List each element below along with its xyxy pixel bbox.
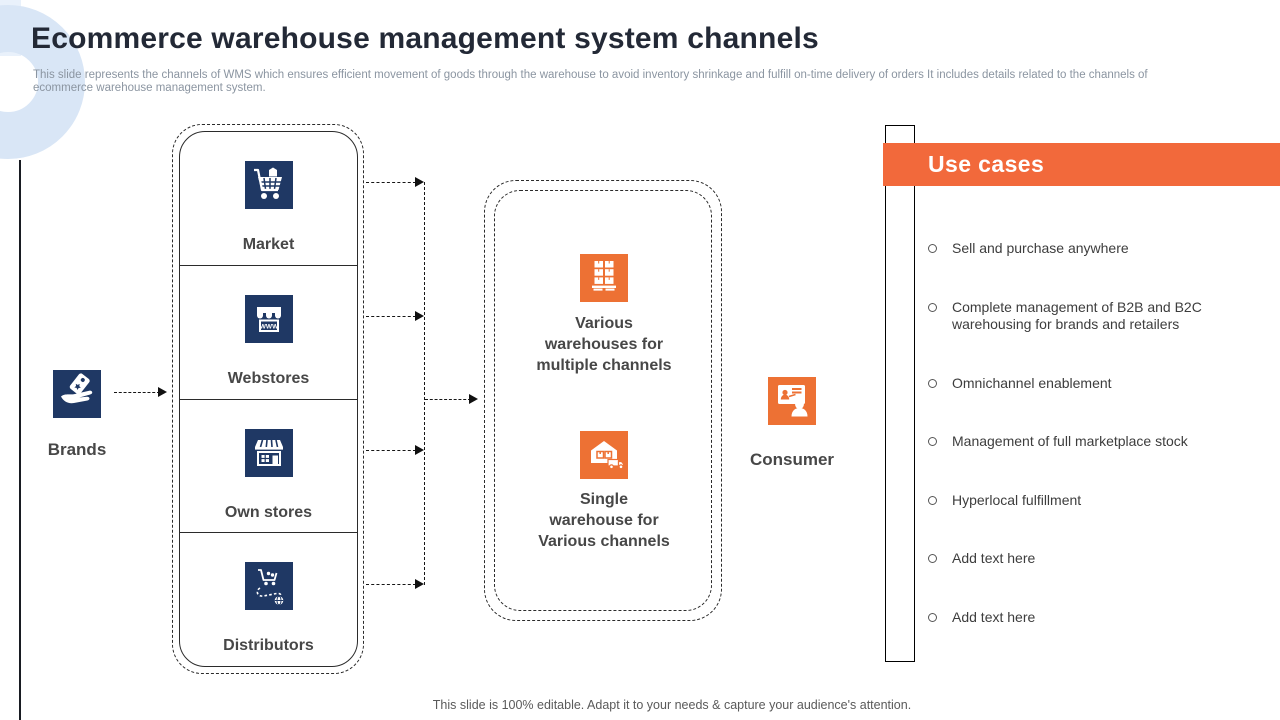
use-case-item[interactable]: Add text here: [928, 609, 1228, 627]
use-case-item[interactable]: Complete management of B2B and B2C wareh…: [928, 299, 1228, 334]
svg-text:WWW: WWW: [259, 323, 278, 330]
use-cases-list: Sell and purchase anywhere Complete mana…: [928, 240, 1228, 667]
channel-label: Webstores: [227, 369, 310, 387]
connector-vertical-line: [424, 182, 425, 585]
use-cases-banner: Use cases: [883, 143, 1280, 186]
use-case-item[interactable]: Omnichannel enablement: [928, 375, 1228, 393]
use-case-text: Sell and purchase anywhere: [952, 240, 1129, 256]
warehouse-inner-box: Various warehouses for multiple channels…: [494, 190, 712, 611]
bullet-icon: [928, 244, 937, 253]
arrow-brands-to-channels: [114, 392, 160, 393]
webstore-awning-icon: WWW: [244, 294, 293, 343]
channel-row-own-stores[interactable]: Own stores: [180, 400, 357, 534]
arrowhead-distributors: [415, 579, 424, 589]
arrowhead-warehouses: [469, 394, 478, 404]
arrowhead-own-stores: [415, 445, 424, 455]
channel-label: Own stores: [224, 503, 313, 521]
use-case-text: Omnichannel enablement: [952, 374, 1112, 391]
arrowhead-webstores: [415, 311, 424, 321]
storefront-icon: [244, 428, 293, 477]
arrowhead-brands: [158, 387, 167, 397]
bullet-icon: [928, 437, 937, 446]
warehouse-outer-box: [484, 180, 722, 621]
use-cases-title: Use cases: [928, 151, 1045, 177]
channels-outer-box: [172, 124, 364, 674]
use-case-text: Management of full marketplace stock: [952, 433, 1188, 449]
page-title: Ecommerce warehouse management system ch…: [31, 22, 819, 55]
arrow-distributors: [366, 584, 416, 585]
channel-row-webstores[interactable]: WWW Webstores: [180, 266, 357, 400]
use-cases-side-bar: [885, 125, 915, 662]
arrow-to-warehouses: [425, 399, 471, 400]
channel-row-market[interactable]: Market: [180, 132, 357, 266]
editable-note: This slide is 100% editable. Adapt it to…: [432, 698, 912, 712]
brands-node[interactable]: [53, 370, 101, 418]
bullet-icon: [928, 378, 937, 388]
warehouse-truck-icon: [580, 429, 628, 482]
channel-label: Market: [242, 236, 295, 253]
use-case-text: Hyperlocal fulfillment: [952, 491, 1082, 508]
bullet-icon: [928, 302, 937, 312]
shopping-cart-icon: [244, 161, 293, 209]
multi-warehouse-label: Various warehouses for multiple channels: [536, 315, 672, 374]
bullet-icon: [928, 554, 937, 563]
use-case-item[interactable]: Hyperlocal fulfillment: [928, 492, 1228, 510]
cart-globe-icon: [244, 562, 293, 611]
channel-label: Distributors: [223, 637, 314, 655]
arrowhead-market: [415, 177, 424, 187]
page-subtitle: This slide represents the channels of WM…: [33, 69, 1148, 94]
bullet-icon: [928, 495, 937, 505]
single-warehouse-node[interactable]: [580, 431, 628, 479]
consumer-label: Consumer: [749, 450, 835, 469]
bullet-icon: [928, 612, 937, 622]
use-case-text: Add text here: [952, 550, 1036, 566]
left-rule-line: [19, 160, 21, 720]
single-warehouse-label: Single warehouse for Various channels: [538, 491, 670, 550]
channels-inner-box: Market WWW Webstores: [179, 131, 358, 667]
tag-hand-icon: [53, 368, 101, 421]
use-case-item[interactable]: Management of full marketplace stock: [928, 433, 1228, 451]
brands-label: Brands: [47, 440, 107, 459]
use-case-text: Complete management of B2B and B2C wareh…: [952, 298, 1202, 333]
use-case-item[interactable]: Sell and purchase anywhere: [928, 240, 1228, 258]
multi-warehouse-node[interactable]: [580, 254, 628, 302]
warehouse-shelves-icon: [580, 252, 628, 305]
consumer-node[interactable]: [768, 377, 816, 425]
channel-row-distributors[interactable]: Distributors: [180, 533, 357, 666]
arrow-webstores: [366, 316, 416, 317]
use-case-item[interactable]: Add text here: [928, 550, 1228, 568]
arrow-market: [366, 182, 416, 183]
consumer-screen-icon: [768, 375, 816, 428]
use-case-text: Add text here: [952, 608, 1036, 625]
arrow-own-stores: [366, 450, 416, 451]
